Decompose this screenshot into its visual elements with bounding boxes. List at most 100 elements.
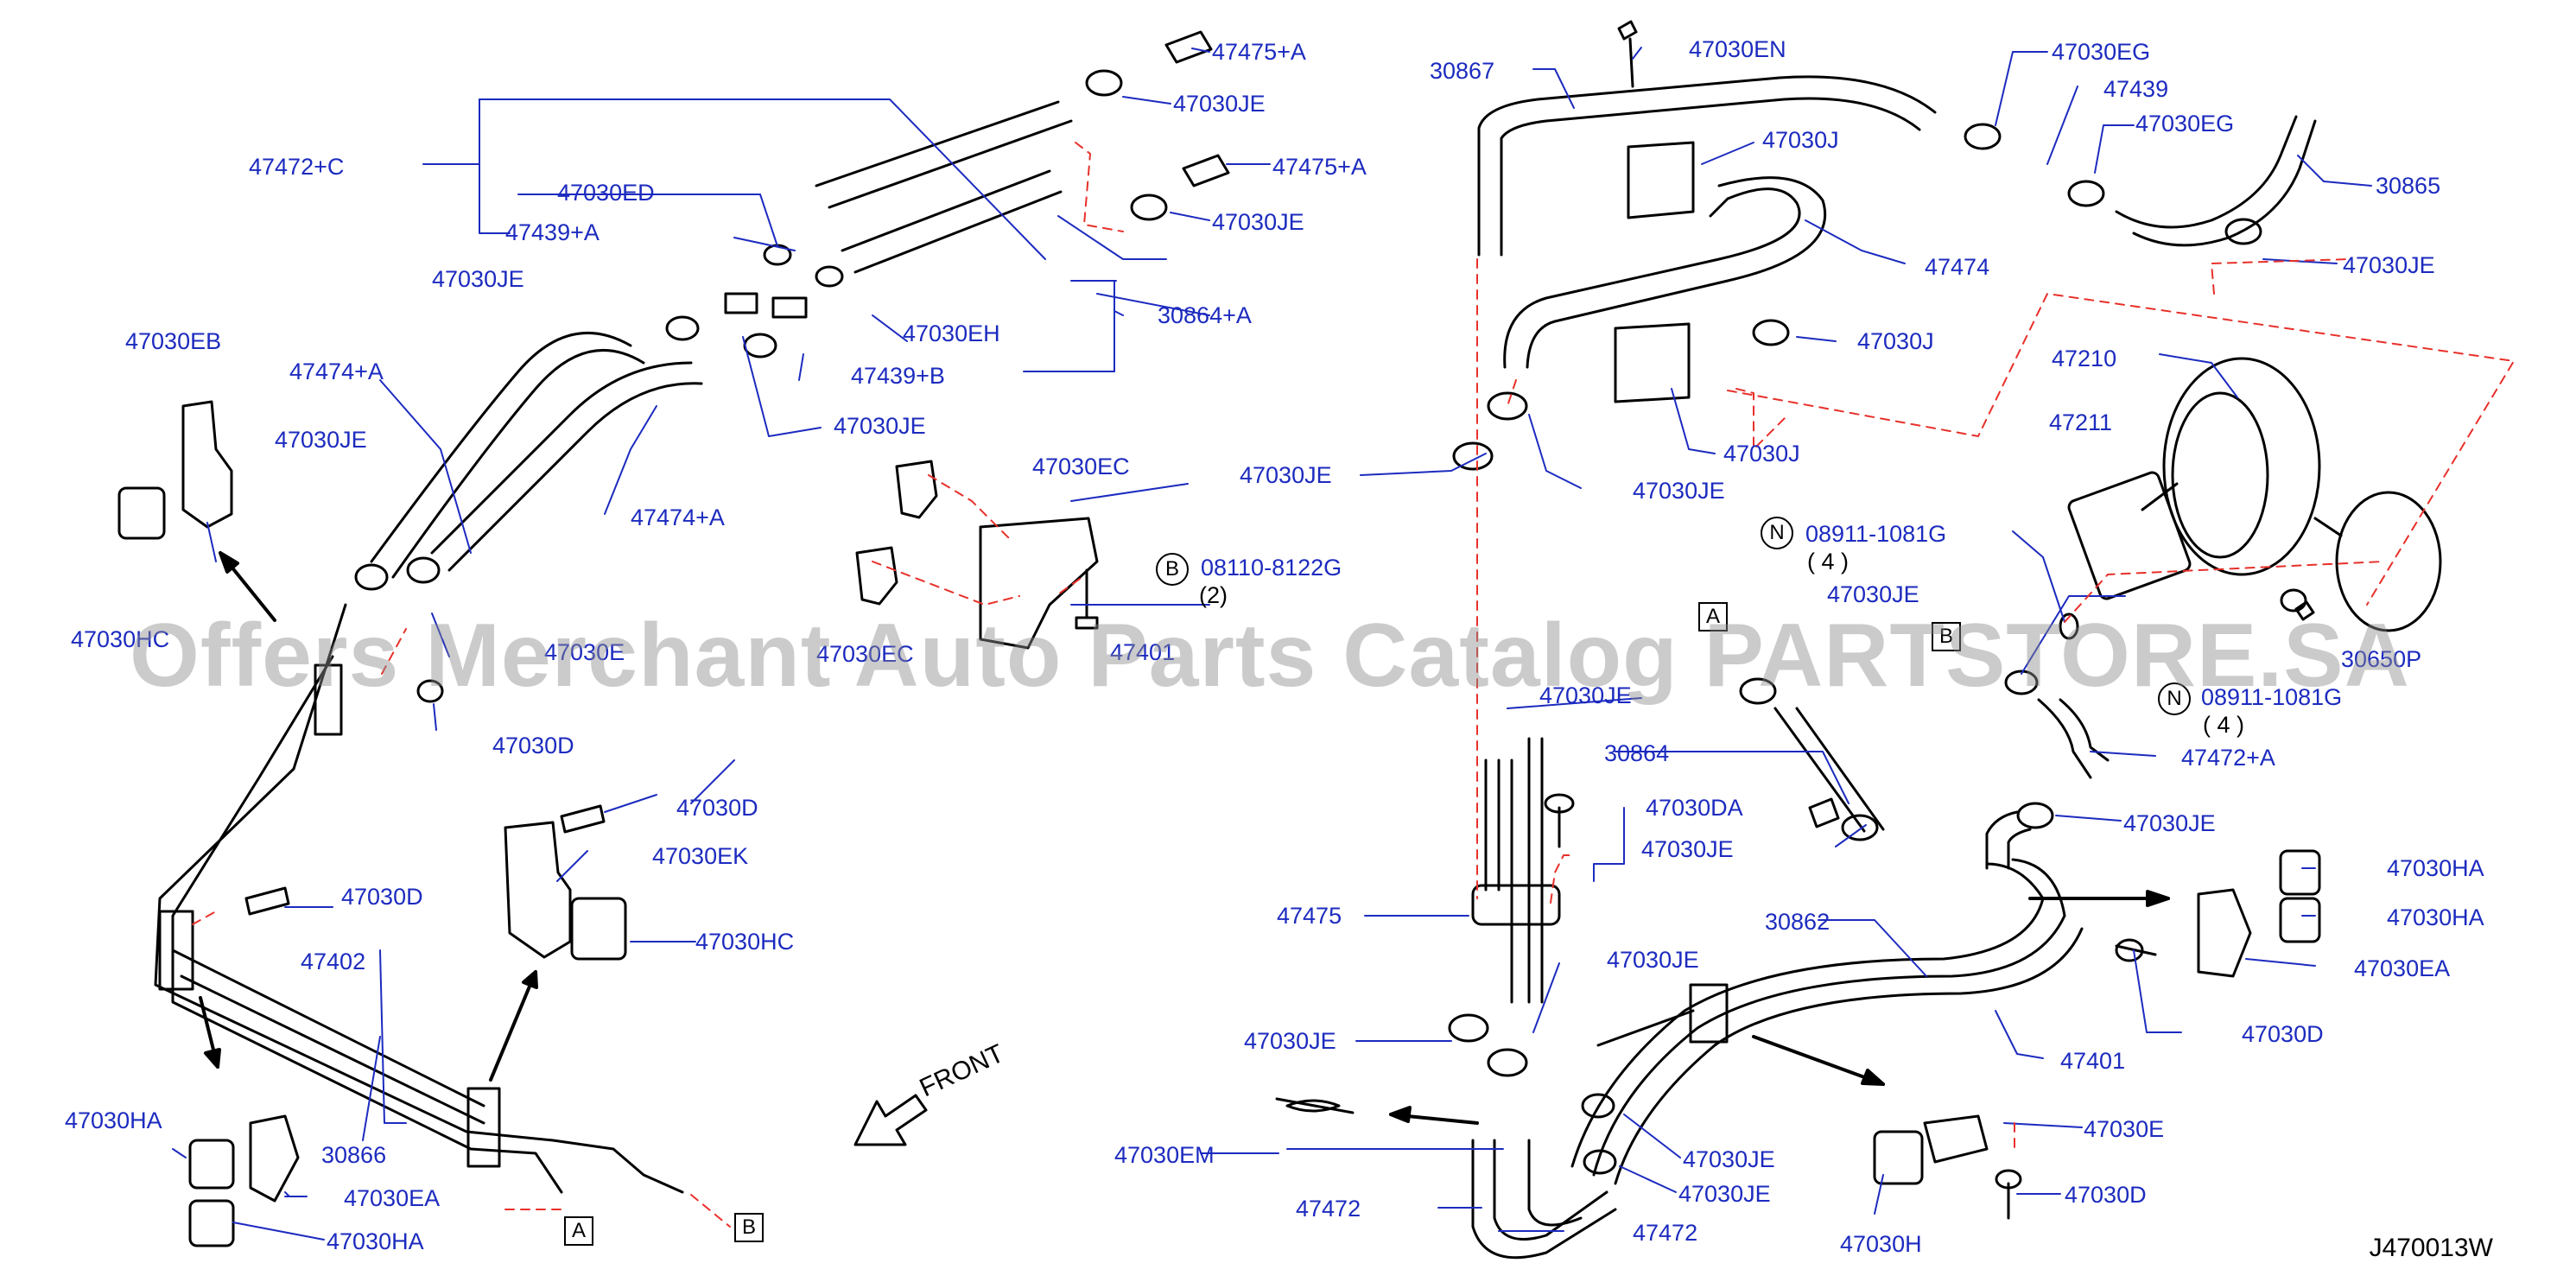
brake-booster xyxy=(2067,357,2442,632)
label-30866: 30866 xyxy=(321,1142,387,1168)
watermark: Offers Merchant Auto Parts Catalog PARTS… xyxy=(130,606,2410,706)
label-47030je-r1: 47030JE xyxy=(2343,252,2435,278)
ref-box-b-left: B xyxy=(734,1213,764,1242)
front-arrow xyxy=(853,1094,928,1146)
cooler-pipes xyxy=(154,603,684,1194)
label-47211: 47211 xyxy=(2049,409,2113,435)
label-47472-a: 47472+A xyxy=(2181,745,2275,771)
vacuum-tube-assembly xyxy=(1471,737,1617,1260)
label-47030ha-2: 47030HA xyxy=(327,1228,424,1254)
label-08911-1081g-1: 08911-1081G xyxy=(1805,521,1947,547)
nut-code-circle-1: N xyxy=(1761,517,1793,549)
label-47030d-r2: 47030D xyxy=(2065,1182,2147,1208)
left-brackets xyxy=(117,400,1099,1247)
label-47474-a-2: 47474+A xyxy=(631,505,725,530)
label-47030e-1: 47030E xyxy=(544,639,625,665)
label-47030je-r10: 47030JE xyxy=(1683,1146,1775,1172)
label-47401-left: 47401 xyxy=(1110,639,1176,665)
label-47439-b: 47439+B xyxy=(851,363,945,389)
hose-connector xyxy=(1275,1097,1355,1114)
label-47472-2: 47472 xyxy=(1633,1220,1698,1246)
label-47030je-2: 47030JE xyxy=(1212,209,1304,235)
label-30867: 30867 xyxy=(1430,58,1495,84)
label-47030d-1: 47030D xyxy=(492,733,574,758)
label-47030hc-2: 47030HC xyxy=(695,929,795,955)
bolt-code-circle: B xyxy=(1156,553,1189,586)
label-47472-1: 47472 xyxy=(1296,1196,1361,1222)
label-30864-a: 30864+A xyxy=(1158,302,1252,328)
label-47030je-r11: 47030JE xyxy=(1678,1181,1771,1207)
label-47030em: 47030EM xyxy=(1114,1142,1215,1168)
right-bolts xyxy=(1544,588,2307,1220)
left-bolts xyxy=(244,568,1099,916)
label-47030je-r9: 47030JE xyxy=(1244,1028,1336,1054)
ref-box-a-right: A xyxy=(1698,602,1728,631)
label-47030eh: 47030EH xyxy=(903,320,1000,346)
upper-left-hoses xyxy=(370,100,1073,579)
label-qty-2: (2) xyxy=(1199,582,1228,608)
label-47030ec-1: 47030EC xyxy=(1032,454,1130,479)
label-47030j-3: 47030J xyxy=(1723,441,1800,466)
label-47402: 47402 xyxy=(301,949,366,974)
label-30862: 30862 xyxy=(1765,909,1830,935)
label-47030je-5: 47030JE xyxy=(275,427,367,453)
nut-code-circle-2: N xyxy=(2158,682,2191,715)
label-47401-right: 47401 xyxy=(2060,1048,2126,1074)
label-47030je-r2: 47030JE xyxy=(1240,462,1332,488)
label-47030eb: 47030EB xyxy=(125,328,222,354)
label-47030je-r6: 47030JE xyxy=(2123,810,2216,836)
label-47030ec-2: 47030EC xyxy=(816,641,914,667)
label-47030j-2: 47030J xyxy=(1857,328,1934,354)
left-clamps xyxy=(354,30,1230,591)
label-47030eg-2: 47030EG xyxy=(2135,111,2235,136)
label-30864: 30864 xyxy=(1604,740,1670,766)
label-47030d-3: 47030D xyxy=(341,884,423,910)
label-47210: 47210 xyxy=(2052,346,2117,371)
label-47030eg-1: 47030EG xyxy=(2052,39,2151,65)
label-47030je-r8: 47030JE xyxy=(1607,947,1699,973)
label-47475: 47475 xyxy=(1277,903,1342,929)
label-47030h: 47030H xyxy=(1840,1231,1922,1257)
label-47030d-2: 47030D xyxy=(676,795,758,821)
label-47030ed: 47030ED xyxy=(557,180,655,206)
label-47030ea-r: 47030EA xyxy=(2354,955,2451,981)
ref-box-b-right: B xyxy=(1932,622,1961,651)
diagram-code: J470013W xyxy=(2369,1234,2493,1262)
right-brackets xyxy=(1808,797,2321,1185)
hose-clips xyxy=(1614,141,1695,403)
label-47030hc-1: 47030HC xyxy=(71,626,170,652)
label-47030je-r7: 47030JE xyxy=(1641,836,1734,862)
label-47030e-r: 47030E xyxy=(2084,1116,2165,1142)
right-clamps xyxy=(1448,20,2262,1175)
label-47474-a-1: 47474+A xyxy=(289,359,384,384)
label-qty-4-1: ( 4 ) xyxy=(1807,549,1850,574)
label-47475-a-top: 47475+A xyxy=(1212,39,1306,65)
right-pipes xyxy=(1570,698,2110,1185)
label-47030je-r3: 47030JE xyxy=(1633,478,1725,504)
label-47030ea-1: 47030EA xyxy=(344,1185,441,1211)
direction-arrows-left xyxy=(199,551,538,1082)
label-08911-1081g-2: 08911-1081G xyxy=(2201,684,2343,710)
label-47030je-1: 47030JE xyxy=(1173,91,1266,117)
direction-arrows-right xyxy=(1389,890,2170,1125)
label-30650p: 30650P xyxy=(2341,646,2422,672)
label-08110-8122g: 08110-8122G xyxy=(1201,555,1342,581)
label-47030ha-r2: 47030HA xyxy=(2387,904,2484,930)
upper-right-hoses xyxy=(1477,75,2317,369)
label-47030da: 47030DA xyxy=(1646,795,1743,821)
label-47030je-3: 47030JE xyxy=(432,266,524,292)
label-47030j-1: 47030J xyxy=(1762,127,1839,153)
label-47030ha-r1: 47030HA xyxy=(2387,855,2484,881)
label-47030ha-1: 47030HA xyxy=(65,1107,162,1133)
label-47030ek: 47030EK xyxy=(652,843,749,869)
label-47030d-r: 47030D xyxy=(2242,1021,2324,1047)
alignment-lines xyxy=(192,142,2515,1228)
label-47030je-r5: 47030JE xyxy=(1539,682,1632,708)
ref-box-a-left: A xyxy=(564,1216,593,1246)
leader-lines xyxy=(172,47,2372,1241)
label-47439: 47439 xyxy=(2103,76,2169,102)
label-47030je-r4: 47030JE xyxy=(1827,581,1919,607)
label-30865: 30865 xyxy=(2376,173,2441,199)
